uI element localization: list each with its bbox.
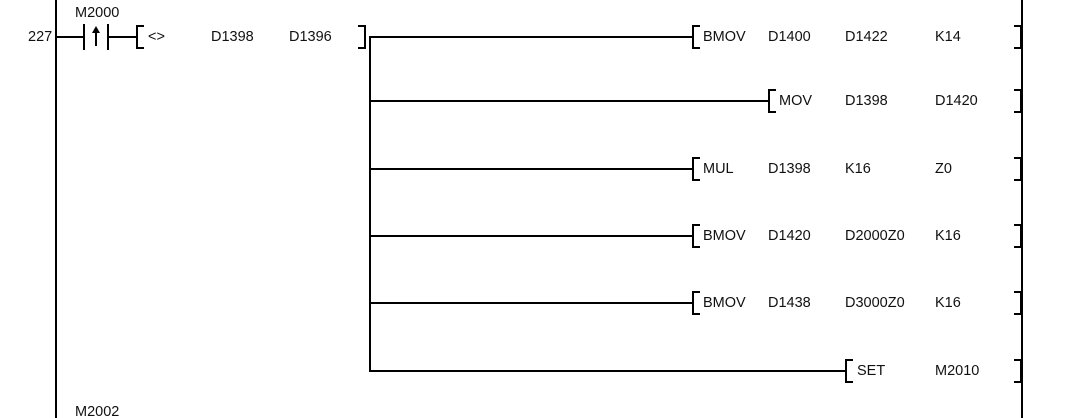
instruction-mnemonic-row-5[interactable]: BMOV (703, 295, 746, 311)
compare-operator[interactable]: <> (148, 29, 165, 45)
branch-wire-row-2 (369, 100, 770, 102)
contact-up-arrow-shaft-icon (95, 28, 97, 46)
wire-rail-to-contact (55, 36, 83, 38)
instruction-operand2-row-2[interactable]: D1420 (935, 93, 978, 109)
instruction-operand3-row-3[interactable]: Z0 (935, 161, 952, 177)
wire-contact-to-compare (109, 36, 136, 38)
instruction-open-bracket-row-5 (692, 291, 701, 315)
compare-close-bracket (357, 25, 366, 49)
instruction-open-bracket-row-6 (845, 359, 854, 383)
instruction-mnemonic-row-6[interactable]: SET (857, 363, 886, 379)
instruction-close-bracket-row-3 (1013, 157, 1022, 181)
instruction-close-bracket-row-5 (1013, 291, 1022, 315)
branch-wire-row-6 (369, 370, 847, 372)
next-rung-contact-label: M2002 (75, 404, 120, 418)
instruction-operand2-row-1[interactable]: D1422 (845, 29, 888, 45)
instruction-operand1-row-2[interactable]: D1398 (845, 93, 888, 109)
compare-operand-2[interactable]: D1396 (289, 29, 332, 45)
instruction-operand3-row-4[interactable]: K16 (935, 228, 961, 244)
instruction-operand2-row-5[interactable]: D3000Z0 (845, 295, 905, 311)
instruction-operand3-row-1[interactable]: K14 (935, 29, 961, 45)
right-power-rail (1021, 0, 1023, 418)
instruction-operand3-row-5[interactable]: K16 (935, 295, 961, 311)
instruction-mnemonic-row-2[interactable]: MOV (779, 93, 813, 109)
branch-wire-row-5 (369, 302, 694, 304)
instruction-open-bracket-row-3 (692, 157, 701, 181)
instruction-open-bracket-row-1 (692, 25, 701, 49)
contact-right-bar (107, 24, 109, 50)
instruction-open-bracket-row-2 (768, 89, 777, 113)
branch-bus-vertical (369, 36, 371, 372)
branch-wire-row-3 (369, 168, 694, 170)
compare-operand-1[interactable]: D1398 (211, 29, 254, 45)
instruction-operand2-row-4[interactable]: D2000Z0 (845, 228, 905, 244)
branch-wire-row-1 (369, 36, 694, 38)
instruction-operand1-row-4[interactable]: D1420 (768, 228, 811, 244)
instruction-operand1-row-6[interactable]: M2010 (935, 363, 980, 379)
instruction-operand1-row-1[interactable]: D1400 (768, 29, 811, 45)
instruction-operand1-row-5[interactable]: D1438 (768, 295, 811, 311)
rising-edge-contact-m2000[interactable] (83, 24, 109, 50)
step-number: 227 (28, 29, 53, 45)
instruction-close-bracket-row-1 (1013, 25, 1022, 49)
instruction-close-bracket-row-4 (1013, 224, 1022, 248)
instruction-open-bracket-row-4 (692, 224, 701, 248)
compare-open-bracket (136, 25, 145, 49)
instruction-operand2-row-3[interactable]: K16 (845, 161, 871, 177)
contact-left-bar (83, 24, 85, 50)
left-power-rail (55, 0, 57, 418)
instruction-mnemonic-row-4[interactable]: BMOV (703, 228, 746, 244)
instruction-mnemonic-row-3[interactable]: MUL (703, 161, 734, 177)
instruction-operand1-row-3[interactable]: D1398 (768, 161, 811, 177)
instruction-mnemonic-row-1[interactable]: BMOV (703, 29, 746, 45)
instruction-close-bracket-row-2 (1013, 89, 1022, 113)
instruction-close-bracket-row-6 (1013, 359, 1022, 383)
branch-wire-row-4 (369, 235, 694, 237)
contact-device-label: M2000 (75, 5, 120, 21)
